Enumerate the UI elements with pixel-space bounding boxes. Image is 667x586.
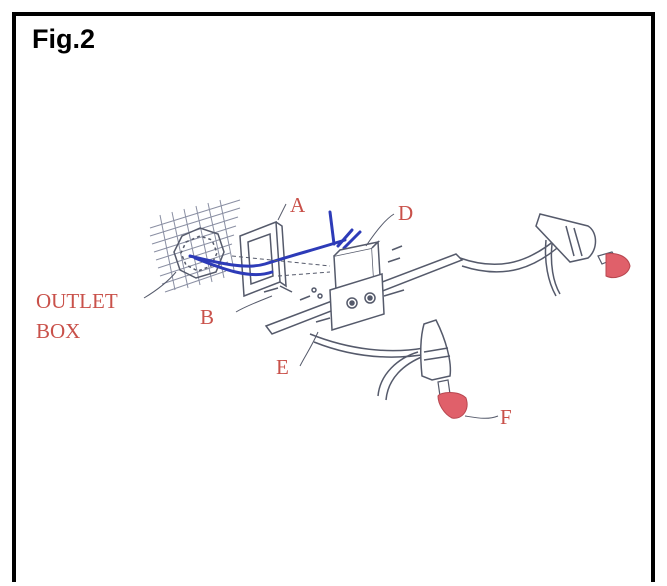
mounting-plate-a: [239, 220, 287, 298]
label-b: B: [200, 305, 214, 329]
lower-bulb-icon: [437, 379, 468, 419]
right-lamp-shade: [535, 213, 597, 263]
label-outlet: OUTLET: [36, 289, 118, 313]
supply-wires: [188, 210, 362, 277]
label-d: D: [398, 201, 413, 225]
right-lamp-arm: [459, 235, 565, 297]
lower-lamp-arm: [309, 333, 429, 401]
leader-lines: [143, 203, 499, 419]
label-f: F: [500, 405, 512, 429]
label-e: E: [276, 355, 289, 379]
fixture-bar: [264, 253, 464, 335]
label-a: A: [290, 193, 306, 217]
lower-lamp-shade: [419, 319, 452, 381]
right-bulb-icon: [597, 251, 631, 279]
figure-title: Fig.2: [32, 24, 96, 54]
label-box: BOX: [36, 319, 80, 343]
guide-lines: [231, 255, 331, 277]
mounting-screws: [263, 245, 405, 323]
outlet-box: [173, 227, 225, 279]
